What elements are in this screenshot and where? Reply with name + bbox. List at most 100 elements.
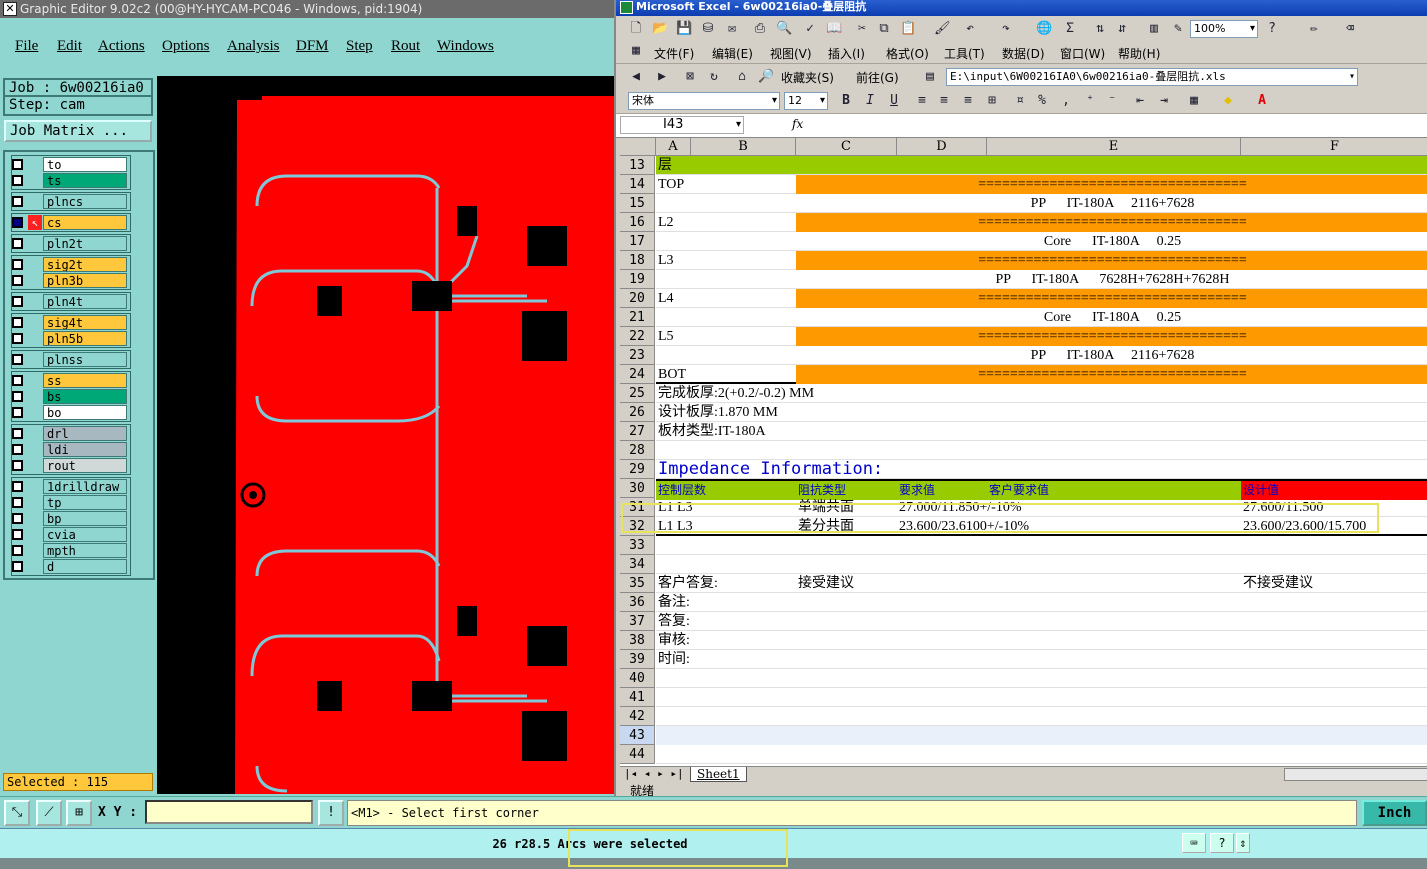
row-header-32[interactable]: 32: [620, 517, 655, 536]
layer-checkbox[interactable]: [12, 561, 23, 572]
cell-c32[interactable]: 差分共面: [798, 519, 854, 534]
menu-edit[interactable]: Edit: [57, 38, 82, 54]
row-header-39[interactable]: 39: [620, 650, 655, 669]
align-left-icon[interactable]: ≡: [918, 93, 926, 108]
name-box[interactable]: I43: [620, 116, 744, 134]
layer-row-tp[interactable]: tp: [9, 495, 127, 510]
menu-data-cn[interactable]: 数据(D): [1002, 47, 1045, 61]
keyboard-icon[interactable]: ⌨: [1182, 833, 1206, 853]
layer-row-ss[interactable]: ss: [9, 373, 127, 388]
row-header-34[interactable]: 34: [620, 555, 655, 574]
row-header-22[interactable]: 22: [620, 327, 655, 346]
layer-checkbox[interactable]: [12, 175, 23, 186]
sheet-row[interactable]: [656, 688, 1427, 707]
sheet-row[interactable]: [656, 745, 1427, 764]
cell-f35[interactable]: 不接受建议: [1243, 576, 1313, 591]
paste-icon[interactable]: 📋: [900, 21, 917, 36]
hyperlink-icon[interactable]: 🌐: [1036, 21, 1053, 36]
menu-insert-cn[interactable]: 插入(I): [828, 47, 865, 61]
decrease-decimal-icon[interactable]: ⁻: [1108, 93, 1116, 108]
layer-row-to[interactable]: to: [9, 157, 127, 172]
row-header-23[interactable]: 23: [620, 346, 655, 365]
spelling-icon[interactable]: ✓: [806, 21, 814, 36]
col-header-c[interactable]: C: [796, 138, 897, 156]
layer-checkbox[interactable]: [12, 481, 23, 492]
sheet-row[interactable]: L3==================================: [656, 251, 1427, 270]
cell-a29[interactable]: Impedance Information:: [658, 460, 884, 479]
goto-menu[interactable]: 前往(G): [856, 71, 899, 85]
layer-checkbox[interactable]: [12, 513, 23, 524]
cell-a22[interactable]: L5: [658, 329, 674, 344]
increase-decimal-icon[interactable]: ⁺: [1086, 93, 1094, 108]
row-header-16[interactable]: 16: [620, 213, 655, 232]
close-icon[interactable]: ✕: [3, 2, 17, 16]
sheet-row[interactable]: [656, 441, 1427, 460]
row-header-33[interactable]: 33: [620, 536, 655, 555]
layer-checkbox[interactable]: [12, 354, 23, 365]
redo-icon[interactable]: ↷: [1002, 21, 1010, 36]
stackup-cell[interactable]: ==================================: [978, 367, 1247, 382]
sheet-row[interactable]: 设计板厚:1.870 MM: [656, 403, 1427, 422]
cut-icon[interactable]: ✂: [858, 21, 866, 36]
new-file-icon[interactable]: 🗋: [630, 21, 642, 36]
sheet-row[interactable]: 层: [656, 156, 1427, 175]
horizontal-scrollbar[interactable]: [1284, 768, 1427, 781]
menu-analysis[interactable]: Analysis: [227, 38, 280, 54]
cell-a20[interactable]: L4: [658, 291, 674, 306]
col-header-d[interactable]: D: [897, 138, 987, 156]
layer-checkbox[interactable]: [12, 333, 23, 344]
sort-desc-icon[interactable]: ⇵: [1118, 21, 1126, 36]
cell-a18[interactable]: L3: [658, 253, 674, 268]
menu-options[interactable]: Options: [162, 38, 210, 54]
layer-checkbox[interactable]: [12, 375, 23, 386]
layer-row-bs[interactable]: bs: [9, 389, 127, 404]
sheet-row[interactable]: [656, 707, 1427, 726]
autosum-icon[interactable]: Σ: [1066, 21, 1074, 36]
excel-title-bar[interactable]: Microsoft Excel - 6w00216ia0-叠层阻抗: [616, 0, 1427, 16]
sheet-row[interactable]: 控制层数阻抗类型要求值客户要求值设计值: [656, 479, 1427, 500]
stackup-cell[interactable]: PP IT-180A 2116+7628: [1030, 348, 1195, 363]
stackup-cell[interactable]: ==================================: [978, 177, 1247, 192]
cell-a30[interactable]: 控制层数: [658, 483, 707, 497]
menu-help-cn[interactable]: 帮助(H): [1118, 47, 1161, 61]
sheet-row[interactable]: [656, 555, 1427, 574]
layer-checkbox[interactable]: [12, 428, 23, 439]
layer-checkbox[interactable]: [12, 259, 23, 270]
print-icon[interactable]: ⎙: [754, 21, 766, 36]
increase-indent-icon[interactable]: ⇥: [1160, 93, 1168, 108]
menu-dfm[interactable]: DFM: [296, 38, 329, 54]
align-center-icon[interactable]: ≡: [940, 93, 948, 108]
sheet-row[interactable]: 完成板厚:2(+0.2/-0.2) MM: [656, 384, 1427, 403]
cell-a14[interactable]: TOP: [658, 177, 685, 192]
layer-checkbox[interactable]: [12, 529, 23, 540]
layer-row-cvia[interactable]: cvia: [9, 527, 127, 542]
sheet-row[interactable]: [656, 726, 1427, 745]
stackup-cell[interactable]: PP IT-180A 7628H+7628H+7628H: [995, 272, 1230, 287]
fill-color-icon[interactable]: ◆: [1224, 93, 1232, 108]
chart-icon[interactable]: ▥: [1150, 21, 1158, 36]
zoom-select[interactable]: 100%: [1190, 20, 1258, 38]
stackup-cell[interactable]: ==================================: [978, 291, 1247, 306]
stackup-cell[interactable]: ==================================: [978, 215, 1247, 230]
home-icon[interactable]: ⌂: [738, 69, 746, 84]
row-header-36[interactable]: 36: [620, 593, 655, 612]
row-header-35[interactable]: 35: [620, 574, 655, 593]
row-header-13[interactable]: 13: [620, 156, 655, 175]
email-icon[interactable]: ✉: [728, 21, 736, 36]
menu-window-cn[interactable]: 窗口(W): [1060, 47, 1106, 61]
row-header-24[interactable]: 24: [620, 365, 655, 384]
borders-icon[interactable]: ▦: [1190, 93, 1198, 108]
cell-a26[interactable]: 设计板厚:1.870 MM: [658, 405, 778, 420]
sheet-row[interactable]: Impedance Information:: [656, 460, 1427, 479]
help-icon[interactable]: ?: [1210, 833, 1234, 853]
layer-row-bo[interactable]: bo: [9, 405, 127, 420]
layer-row-sig4t[interactable]: sig4t: [9, 315, 127, 330]
percent-icon[interactable]: %: [1038, 93, 1046, 108]
research-icon[interactable]: 📖: [826, 21, 843, 36]
row-header-40[interactable]: 40: [620, 669, 655, 688]
row-header-20[interactable]: 20: [620, 289, 655, 308]
layer-row-pln3b[interactable]: pln3b: [9, 273, 127, 288]
